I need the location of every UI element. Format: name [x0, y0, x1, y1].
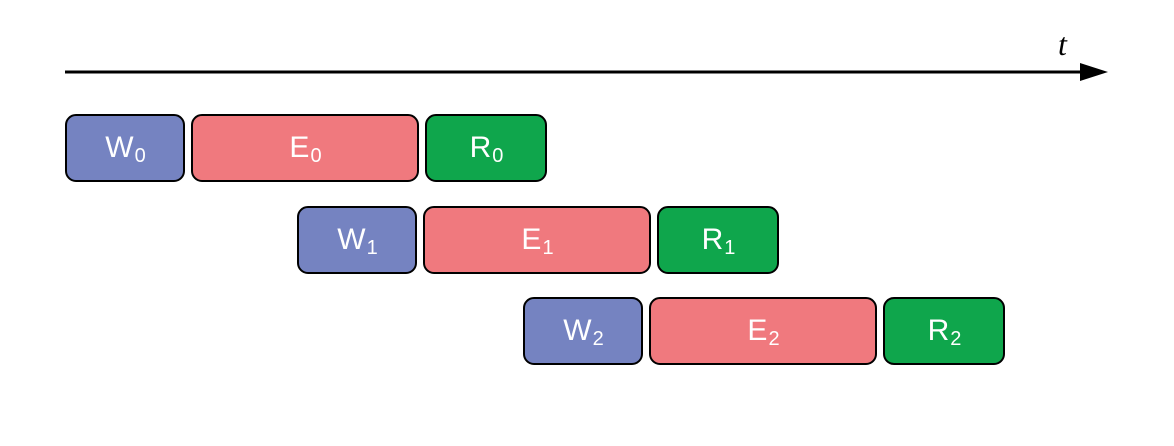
block-subscript: 1: [542, 237, 554, 259]
block-label: R: [927, 314, 950, 347]
block-label: E: [521, 223, 542, 256]
block-label: E: [289, 131, 310, 164]
block-label: E: [747, 314, 768, 347]
block-subscript: 2: [950, 328, 962, 350]
time-axis: [65, 63, 1108, 81]
time-axis-arrowhead: [1080, 63, 1108, 81]
block-label: R: [469, 131, 492, 164]
block-subscript: 2: [592, 328, 604, 350]
block-label: W: [337, 223, 366, 256]
block-subscript: 0: [134, 145, 146, 167]
block-subscript: 0: [492, 145, 504, 167]
block-subscript: 0: [310, 145, 322, 167]
block-label: W: [105, 131, 134, 164]
block-subscript: 1: [724, 237, 736, 259]
block-subscript: 2: [768, 328, 780, 350]
time-axis-label: t: [1058, 26, 1067, 62]
block-label: W: [563, 314, 592, 347]
block-subscript: 1: [366, 237, 378, 259]
block-label: R: [701, 223, 724, 256]
